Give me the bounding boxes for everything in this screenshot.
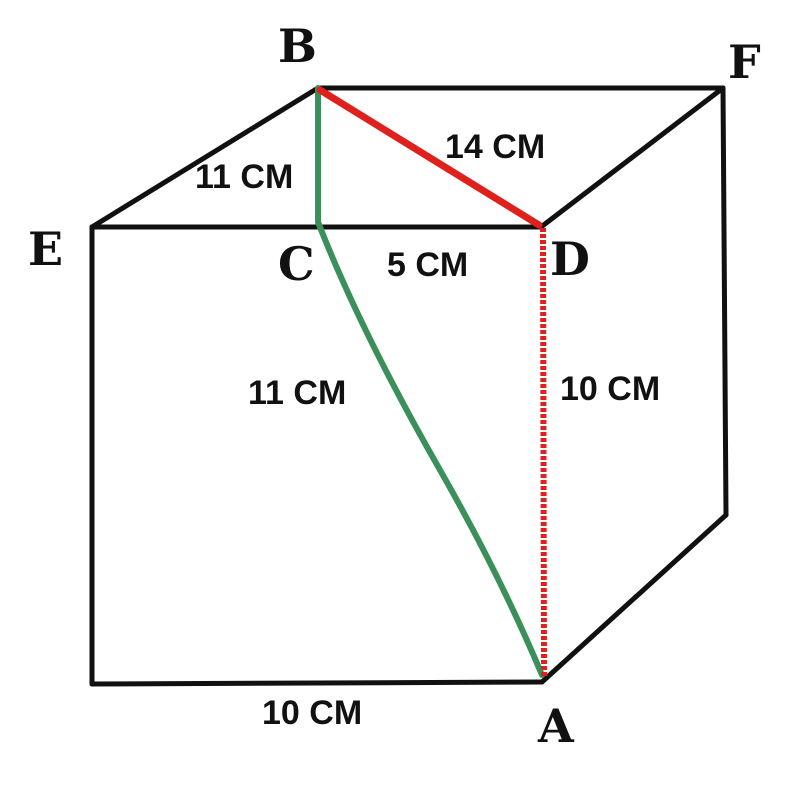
edge-bottom-front: [89, 679, 545, 687]
measurement-labels: 11 CM 14 CM 5 CM 11 CM 10 CM 10 CM: [195, 128, 660, 732]
measure-label-BD: 14 CM: [445, 128, 545, 166]
vertex-label-C: C: [278, 237, 315, 291]
edge-F-back-vertical: [720, 85, 729, 518]
edge-back-bottom-to-A: [539, 512, 729, 685]
measure-label-bottom: 10 CM: [262, 694, 362, 732]
vertex-label-A: A: [537, 699, 575, 753]
vertex-label-E: E: [28, 222, 63, 276]
measure-label-CD: 5 CM: [387, 246, 468, 284]
cube-edges: [89, 85, 729, 687]
segment-C-A: [315, 219, 545, 678]
segment-B-D: [316, 86, 543, 229]
vertex-label-F: F: [728, 35, 761, 89]
edge-E-B: [89, 85, 321, 230]
vertex-label-B: B: [278, 19, 317, 73]
measure-label-DA: 10 CM: [560, 370, 660, 408]
vertex-labels: B F E C D A: [28, 19, 761, 753]
highlight-segments: [315, 85, 547, 678]
measure-label-EB: 11 CM: [195, 158, 293, 196]
segment-D-A: [540, 227, 547, 677]
edge-F-D: [538, 85, 726, 230]
vertex-label-D: D: [550, 232, 590, 286]
measure-label-CA: 11 CM: [248, 374, 346, 412]
